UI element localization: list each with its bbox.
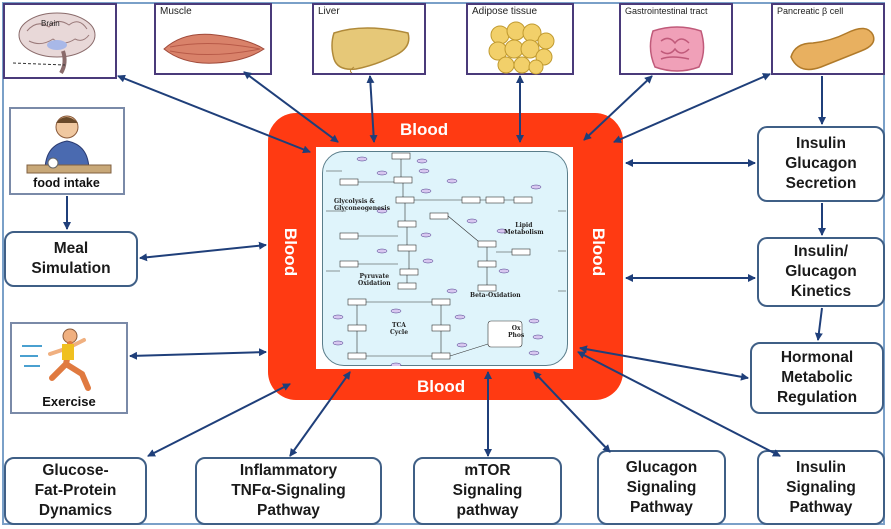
adipose-label: Adipose tissue	[472, 6, 538, 17]
exercise-panel[interactable]	[10, 322, 128, 414]
hormonal-metabolic-regulation-node[interactable]: Hormonal Metabolic Regulation	[750, 342, 884, 414]
liver-panel[interactable]: Liver	[312, 3, 426, 75]
insulin-glucagon-secretion-node[interactable]: Insulin Glucagon Secretion	[757, 126, 885, 202]
pancreas-icon	[790, 27, 875, 71]
insulin-glucagon-kinetics-node[interactable]: Insulin/ Glucagon Kinetics	[757, 237, 885, 307]
food-intake-label: food intake	[33, 176, 100, 190]
metabolic-network-diagram	[326, 152, 566, 366]
pancreas-label: Pancreatic β cell	[777, 6, 844, 16]
glucagon-signaling-node[interactable]: Glucagon Signaling Pathway	[597, 450, 726, 525]
brain-icon	[12, 12, 96, 75]
meal-simulation-node[interactable]: Meal Simulation	[4, 231, 138, 287]
runner-icon	[20, 328, 91, 391]
brain-label: Brain	[41, 19, 60, 28]
liver-icon	[331, 27, 410, 73]
tnf-signaling-node[interactable]: Inflammatory TNFα-Signaling Pathway	[195, 457, 382, 525]
liver-label: Liver	[318, 6, 340, 17]
person-eating-icon	[26, 115, 112, 174]
gi-label: Gastrointestinal tract	[625, 6, 708, 16]
blood-label-left: Blood	[281, 227, 301, 277]
muscle-label: Muscle	[160, 6, 192, 17]
lipid-label: Lipid Metabolism	[504, 222, 544, 236]
blood-label-top: Blood	[400, 120, 449, 139]
muscle-panel[interactable]: Muscle	[154, 3, 272, 75]
muscle-icon	[163, 33, 265, 64]
gi-panel[interactable]: Gastrointestinal tract	[619, 3, 733, 75]
tca-label: TCA Cycle	[390, 322, 409, 336]
gi-tract-icon	[649, 26, 705, 72]
adipose-panel[interactable]: Adipose tissue	[466, 3, 574, 75]
insulin-signaling-node[interactable]: Insulin Signaling Pathway	[757, 450, 885, 525]
exercise-label: Exercise	[42, 394, 96, 409]
food-intake-panel[interactable]	[9, 107, 125, 195]
pyruvate-label: Pyruvate Oxidation	[358, 273, 391, 287]
pancreas-panel[interactable]: Pancreatic β cell	[771, 3, 885, 75]
glucose-fat-protein-node[interactable]: Glucose- Fat-Protein Dynamics	[4, 457, 147, 525]
brain-panel[interactable]: Brain	[3, 3, 117, 79]
beta-oxidation-label: Beta-Oxidation	[470, 292, 521, 299]
mtor-signaling-node[interactable]: mTOR Signaling pathway	[413, 457, 562, 525]
oxphos-label: Ox Phos	[508, 325, 525, 339]
blood-label-bottom: Blood	[417, 377, 466, 396]
adipose-icon	[488, 21, 555, 75]
blood-label-right: Blood	[589, 227, 609, 277]
glycolysis-label: Glycolysis & Glyconeogenesis	[334, 198, 390, 212]
